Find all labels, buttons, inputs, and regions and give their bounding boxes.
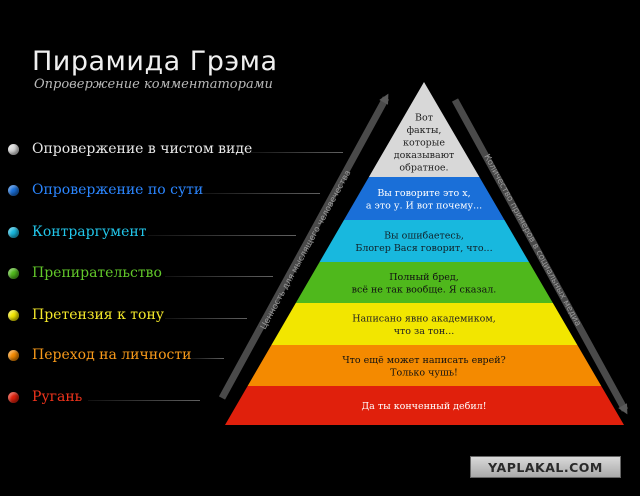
legend-label: Ругань bbox=[32, 389, 83, 405]
legend-label: Опровержение в чистом виде bbox=[32, 141, 253, 157]
pyramid-text-line: которые bbox=[403, 138, 445, 149]
pyramid-text-line: Написано явно академиком, bbox=[352, 313, 496, 324]
legend-item-refutation: Опровержение по сути bbox=[8, 180, 203, 200]
bullet-dot-icon bbox=[8, 184, 19, 196]
pyramid-band-0 bbox=[368, 82, 480, 177]
pyramid-text-line: Вы говорите это х, bbox=[377, 188, 470, 199]
connector-line bbox=[200, 193, 320, 194]
legend-item-name-calling: Ругань bbox=[8, 387, 82, 407]
connector-line bbox=[148, 235, 296, 236]
arrow-up-left bbox=[218, 93, 390, 400]
pyramid-text-line: что за тон... bbox=[394, 326, 455, 337]
pyramid-text-line: Вот bbox=[415, 113, 433, 124]
pyramid-band-5 bbox=[247, 345, 602, 386]
connector-line bbox=[165, 318, 247, 319]
pyramid-text-line: доказывают bbox=[394, 150, 454, 161]
pyramid-band-4 bbox=[271, 303, 578, 345]
legend-item-counterargument: Контраргумент bbox=[8, 222, 146, 242]
connector-line bbox=[165, 276, 273, 277]
bullet-dot-icon bbox=[8, 226, 19, 238]
arrow-down-right bbox=[451, 98, 629, 415]
connector-line bbox=[248, 152, 343, 153]
pyramid-text-line: факты, bbox=[407, 125, 442, 136]
legend-label: Переход на личности bbox=[32, 347, 192, 363]
bullet-dot-icon bbox=[8, 309, 19, 321]
pyramid-text-line: обратное. bbox=[399, 163, 448, 174]
pyramid-band-6 bbox=[225, 386, 624, 425]
pyramid-text-line: Только чушь! bbox=[390, 367, 458, 378]
page-subtitle: Опровержение комментаторами bbox=[34, 77, 273, 92]
page-title: Пирамида Грэма bbox=[32, 46, 278, 77]
pyramid-text-line: Вы ошибаетесь, bbox=[384, 230, 464, 241]
pyramid-band-3 bbox=[295, 262, 553, 303]
bullet-dot-icon bbox=[8, 143, 19, 155]
bullet-dot-icon bbox=[8, 267, 19, 279]
legend-label: Контраргумент bbox=[32, 224, 147, 240]
legend-item-tone: Претензия к тону bbox=[8, 305, 164, 325]
legend-item-contradiction: Препирательство bbox=[8, 263, 162, 283]
pyramid-text-line: Что ещё может написать еврей? bbox=[342, 355, 505, 366]
pyramid-band-2 bbox=[319, 220, 529, 262]
legend-label: Претензия к тону bbox=[32, 307, 165, 323]
pyramid-text-line: всё не так вообще. Я сказал. bbox=[352, 284, 497, 295]
pyramid-text-line: а это у. И вот почему... bbox=[366, 200, 482, 211]
pyramid-band-1 bbox=[343, 177, 505, 220]
legend-item-refutation-central: Опровержение в чистом виде bbox=[8, 139, 252, 159]
pyramid-text-line: Полный бред, bbox=[389, 272, 459, 283]
legend-label: Препирательство bbox=[32, 265, 162, 281]
connector-line bbox=[190, 358, 224, 359]
watermark-logo: YAPLAKAL.COM bbox=[470, 456, 621, 478]
bullet-dot-icon bbox=[8, 391, 19, 403]
connector-line bbox=[88, 400, 200, 401]
bullet-dot-icon bbox=[8, 349, 19, 361]
legend-item-ad-hominem: Переход на личности bbox=[8, 345, 191, 365]
pyramid-bands bbox=[225, 82, 624, 425]
pyramid-text-line: Да ты конченный дебил! bbox=[361, 401, 486, 412]
pyramid-text-line: Блогер Вася говорит, что... bbox=[355, 243, 492, 254]
legend-label: Опровержение по сути bbox=[32, 182, 204, 198]
